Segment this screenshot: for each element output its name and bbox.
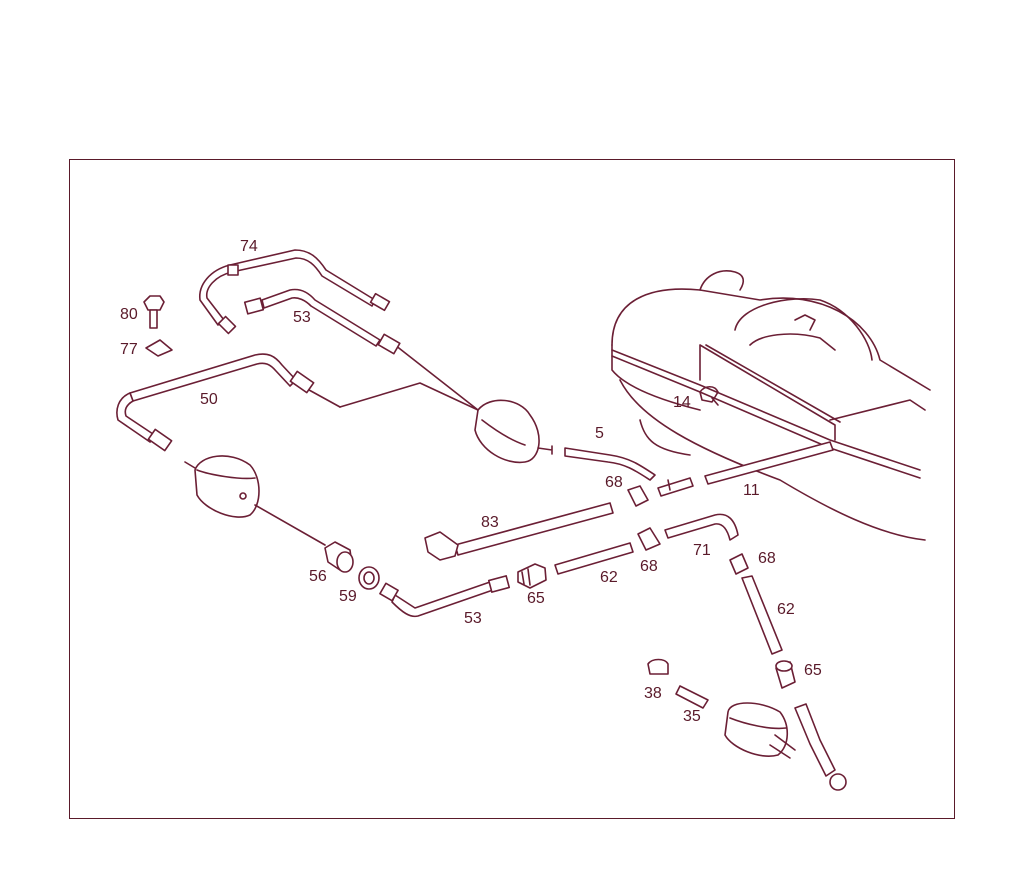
label-14: 14 xyxy=(673,394,691,411)
fuel-tank xyxy=(611,270,931,541)
part-80-bolt xyxy=(143,295,165,329)
part-53-upper-line xyxy=(243,288,401,355)
clamp-68c xyxy=(729,553,749,575)
label-62-mid: 62 xyxy=(600,569,618,586)
accumulator xyxy=(299,344,553,464)
part-50-line xyxy=(116,353,315,452)
part-71-hose xyxy=(664,513,739,541)
part-labels: 74 80 77 53 50 5 14 68 11 83 71 68 68 56… xyxy=(120,238,822,725)
part-38-clamp xyxy=(647,658,669,675)
part-53-lower-line xyxy=(379,575,511,618)
part-77-clip xyxy=(145,339,173,357)
label-68-upper: 68 xyxy=(605,474,623,491)
part-5-hose xyxy=(564,447,656,481)
diagram-frame xyxy=(69,159,955,819)
label-50: 50 xyxy=(200,391,218,408)
part-59-washer xyxy=(358,566,380,590)
label-38: 38 xyxy=(644,685,662,702)
label-77: 77 xyxy=(120,341,138,358)
label-59: 59 xyxy=(339,588,357,605)
tee-connector xyxy=(657,477,694,497)
part-35-hose xyxy=(675,685,709,709)
part-62-hose xyxy=(554,542,634,575)
label-35: 35 xyxy=(683,708,701,725)
label-53-upper: 53 xyxy=(293,309,311,326)
part-65-fitting xyxy=(517,563,547,589)
label-71: 71 xyxy=(693,542,711,559)
label-62-right: 62 xyxy=(777,601,795,618)
part-56-fitting xyxy=(324,541,354,573)
label-68-right: 68 xyxy=(758,550,776,567)
label-53-lower: 53 xyxy=(464,610,482,627)
label-56: 56 xyxy=(309,568,327,585)
label-11: 11 xyxy=(743,482,760,499)
label-65-mid: 65 xyxy=(527,590,545,607)
label-80: 80 xyxy=(120,306,138,323)
part-14-fitting xyxy=(699,385,719,406)
label-5: 5 xyxy=(595,425,604,442)
part-62-vertical-hose xyxy=(741,575,783,655)
part-74-line xyxy=(199,249,391,335)
clamp-68b xyxy=(637,527,661,551)
label-74: 74 xyxy=(240,238,258,255)
part-65-lower-fitting xyxy=(775,660,796,689)
part-83-line xyxy=(424,502,614,561)
label-65-right: 65 xyxy=(804,662,822,679)
label-83: 83 xyxy=(481,514,499,531)
clamp-68a xyxy=(627,485,649,507)
label-68-mid: 68 xyxy=(640,558,658,575)
fuel-filter xyxy=(184,455,326,546)
fuel-pump xyxy=(724,702,796,759)
pump-outlet-line xyxy=(794,703,847,791)
part-11-line xyxy=(704,441,834,485)
